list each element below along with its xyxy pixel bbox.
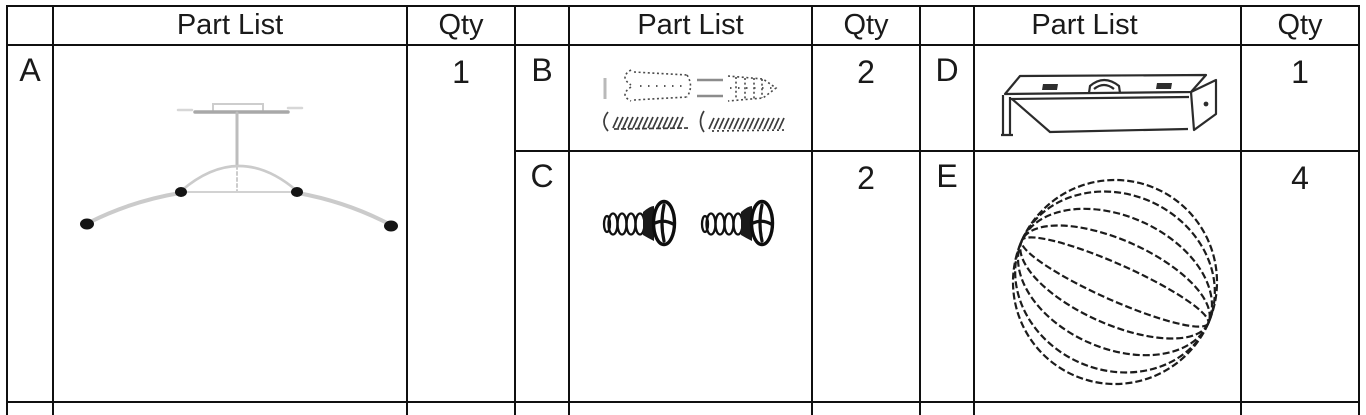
- part-a-cell: [54, 46, 406, 401]
- part-a-qty-cell: 1: [408, 46, 514, 401]
- screws-illustration: [602, 199, 775, 247]
- header-part-list-1: Part List: [54, 7, 406, 44]
- part-a-label-cell: A: [8, 46, 52, 401]
- partial-row-cell: [54, 403, 406, 415]
- partial-row-cell: [570, 403, 811, 415]
- part-e-label-cell: E: [921, 152, 973, 401]
- part-e-cell: [975, 152, 1240, 401]
- part-b-label-cell: B: [516, 46, 568, 150]
- parts-table: Part List Qty Part List Qty Part List Qt…: [6, 5, 1360, 415]
- header-qty-3: Qty: [1242, 7, 1358, 44]
- floor-stand-illustration: [80, 103, 398, 232]
- header-corner-cell-1: [8, 7, 52, 44]
- partial-row-cell: [408, 403, 514, 415]
- header-part-list-3: Part List: [975, 7, 1240, 44]
- part-c-qty-cell: 2: [813, 152, 919, 401]
- part-c-label-cell: C: [516, 152, 568, 401]
- partial-row-cell: [813, 403, 919, 415]
- partial-row-cell: [8, 403, 52, 415]
- part-c-cell: [570, 152, 811, 401]
- bracket-illustration: [1001, 73, 1218, 137]
- partial-row-cell: [975, 403, 1240, 415]
- header-qty-2: Qty: [813, 7, 919, 44]
- part-d-qty-cell: 1: [1242, 46, 1358, 150]
- partial-row-cell: [1242, 403, 1358, 415]
- header-part-list-2: Part List: [570, 7, 811, 44]
- part-b-qty-cell: 2: [813, 46, 919, 150]
- header-corner-cell-3: [921, 7, 973, 44]
- sphere-illustration: [1011, 178, 1219, 386]
- part-d-label-cell: D: [921, 46, 973, 150]
- partial-row-cell: [921, 403, 973, 415]
- anchors-and-screws-illustration: [603, 69, 787, 133]
- header-corner-cell-2: [516, 7, 568, 44]
- part-d-cell: [975, 46, 1240, 150]
- part-b-cell: [570, 46, 811, 150]
- partial-row-cell: [516, 403, 568, 415]
- header-qty-1: Qty: [408, 7, 514, 44]
- part-e-qty-cell: 4: [1242, 152, 1358, 401]
